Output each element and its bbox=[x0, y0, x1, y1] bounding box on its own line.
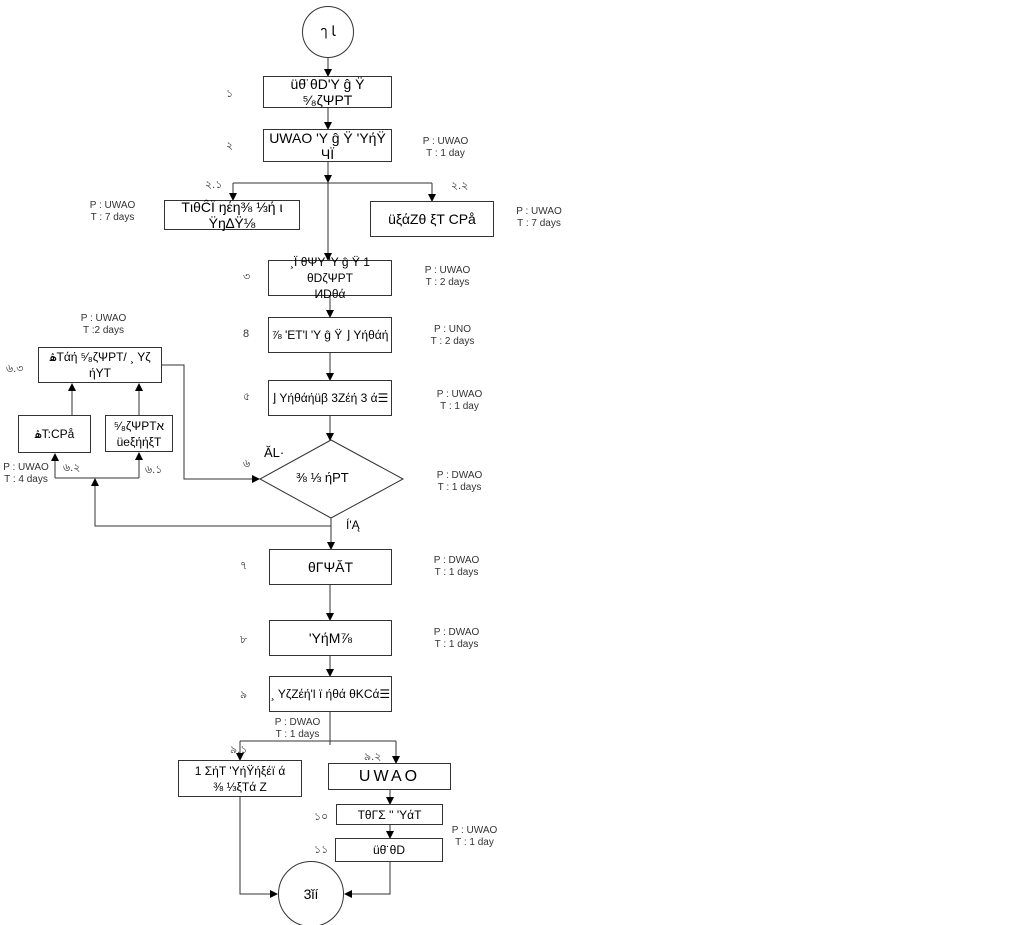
step-4-note: P : UNO T : 2 days bbox=[430, 324, 475, 347]
step-10-number: ১০ bbox=[314, 811, 329, 823]
step-6-2-note: P : UWAO T : 4 days bbox=[3, 462, 49, 485]
step-5-note: P : UWAO T : 1 day bbox=[436, 389, 483, 412]
step-2-1-number: ২.১ bbox=[205, 179, 223, 191]
step-6-1-number: ৬.১ bbox=[145, 464, 163, 476]
step-8: 'YήM⅞ bbox=[269, 620, 392, 656]
step-2: UWAO 'Y ĝ Ÿ 'YήŸ ЧÏ bbox=[263, 129, 392, 162]
step-8-number: ৮ bbox=[240, 634, 248, 646]
step-9-2-number: ৯.২ bbox=[364, 751, 382, 763]
step-3: ¸Ï θΨY 'Y ĝ Ÿ 1 θDζΨPT ИDθά bbox=[268, 255, 392, 301]
step-6-3: ۿTάή ⁵⁄₈ζΨPT/ ¸ Yζ ήYT bbox=[38, 347, 162, 383]
step-6-note: P : DWAO T : 1 days bbox=[436, 470, 483, 493]
step-9: ¸ YζZέή'l ï ήθά θΚCά☰ bbox=[269, 676, 392, 712]
step-11-number: ১১ bbox=[314, 844, 329, 856]
step-9-1-number: ৯.১ bbox=[230, 744, 248, 756]
step-1: üθ̈ θD'Y ĝ Ÿ ⁵⁄₈ζΨPT bbox=[263, 76, 392, 108]
step-6-2: ۿT:CPå bbox=[18, 415, 91, 453]
step-2-1: TιθĈÏ ŋέη⅜ ⅓ή ι Ÿŋ∆Ÿ⅛ bbox=[164, 199, 300, 231]
step-5-number: ৫ bbox=[243, 391, 251, 403]
step-7-note: P : DWAO T : 1 days bbox=[433, 555, 480, 578]
step-6-2-number: ৬.২ bbox=[63, 462, 81, 474]
step-3-note: P : UWAO T : 2 days bbox=[424, 265, 471, 288]
step-2-1-note: P : UWAO T : 7 days bbox=[89, 200, 136, 223]
step-6-number: ৬ bbox=[243, 458, 251, 470]
step-11-note: P : UWAO T : 1 day bbox=[451, 825, 498, 848]
step-5: ⌋ Yήθάήüβ 3Ζέή 3 ά☰ bbox=[268, 380, 392, 416]
step-3-number: ৩ bbox=[243, 271, 251, 283]
step-9-number: ৯ bbox=[240, 689, 248, 701]
step-9-2: UWAO bbox=[328, 763, 451, 790]
step-7-number: ৭ bbox=[240, 560, 248, 572]
step-9-note: P : DWAO T : 1 days bbox=[274, 717, 321, 740]
decision-yes-label: ĂL· bbox=[264, 445, 285, 460]
step-9-1: 1 ΣήT 'YήŸήξέï ά ⅜ ⅓ξTά Z bbox=[178, 760, 302, 797]
step-7: θΓΨĂT bbox=[269, 549, 392, 585]
step-6-3-note: P : UWAO T :2 days bbox=[80, 313, 127, 336]
start-node: ๅ ﺎ bbox=[302, 6, 354, 58]
step-4-number: 8 bbox=[243, 328, 250, 340]
decision-label: ⅜ ⅓ ήPT bbox=[296, 470, 349, 485]
end-node: 3ǐí bbox=[278, 861, 344, 925]
step-2-2-note: P : UWAO T : 7 days bbox=[516, 206, 562, 229]
step-6-3-number: ৬.৩ bbox=[6, 363, 24, 375]
step-2-note: P : UWAO T : 1 day bbox=[422, 136, 469, 159]
step-2-number: ২ bbox=[226, 140, 234, 152]
step-10: TθΓΣ '' 'YάT bbox=[336, 804, 443, 825]
step-11: üθ̈ θD bbox=[335, 838, 443, 862]
step-6-1: ⁵⁄₈ζΨPTא üeξήήξT bbox=[105, 415, 173, 452]
decision-no-label: Í'Ą bbox=[346, 518, 360, 532]
step-2-2-number: ২.২ bbox=[451, 180, 469, 192]
step-2-2: üξάZθ ξT CPå bbox=[370, 201, 494, 237]
step-4: ⅞ 'ET'l 'Y ĝ Ÿ ⌋ Yήθάή bbox=[268, 317, 392, 353]
step-8-note: P : DWAO T : 1 days bbox=[433, 627, 480, 650]
step-1-number: ১ bbox=[226, 88, 234, 100]
